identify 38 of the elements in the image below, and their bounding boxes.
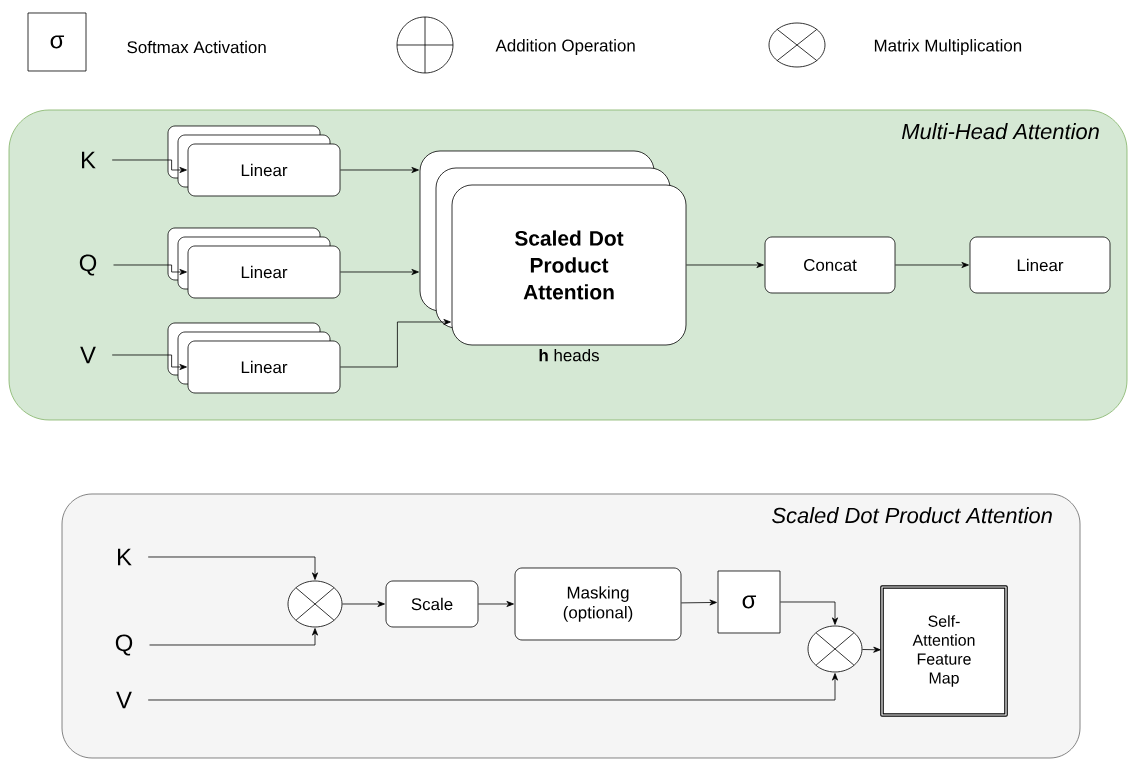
node-label: h heads: [539, 348, 599, 362]
input-label: Q: [79, 254, 97, 276]
input-label: K: [118, 548, 132, 566]
arrow: [340, 167, 419, 173]
arrow: [681, 599, 717, 606]
arrow: [340, 319, 451, 368]
arrow: [111, 354, 187, 370]
input-label: Q: [115, 634, 133, 656]
multiply-circle: [287, 580, 343, 628]
input-label: K: [82, 151, 96, 169]
arrow: [686, 262, 764, 268]
arrow: [342, 601, 385, 607]
process-box: Concat: [764, 236, 896, 294]
arrow: [149, 628, 318, 646]
stacked-process-box: Linear: [167, 322, 341, 394]
process-box: Linear: [969, 236, 1111, 294]
arrow: [113, 264, 187, 275]
arrow: [111, 159, 187, 173]
stacked-process-box: Linear: [167, 227, 341, 299]
output-box: Self-Attention Feature Map: [880, 585, 1008, 717]
stacked-process-box: Linear: [167, 125, 341, 197]
legend-label: Addition Operation: [495, 39, 635, 55]
arrow: [862, 646, 881, 653]
arrow: [340, 269, 419, 275]
stacked-process-box: Scaled Dot Product Attention h heads: [419, 150, 687, 362]
legend-label: Matrix Multiplication: [874, 39, 1022, 55]
process-box: Masking (optional): [514, 567, 682, 641]
multiply-circle: [807, 625, 863, 673]
arrow: [895, 262, 969, 268]
input-label: V: [116, 691, 132, 709]
legend-label: Softmax Activation: [127, 40, 266, 54]
arrow: [147, 673, 838, 701]
arrow: [780, 601, 838, 625]
arrow: [478, 601, 514, 607]
input-label: V: [80, 346, 96, 364]
process-box: Scale: [385, 580, 479, 628]
softmax-box: σ: [717, 570, 781, 634]
arrow: [147, 556, 318, 580]
